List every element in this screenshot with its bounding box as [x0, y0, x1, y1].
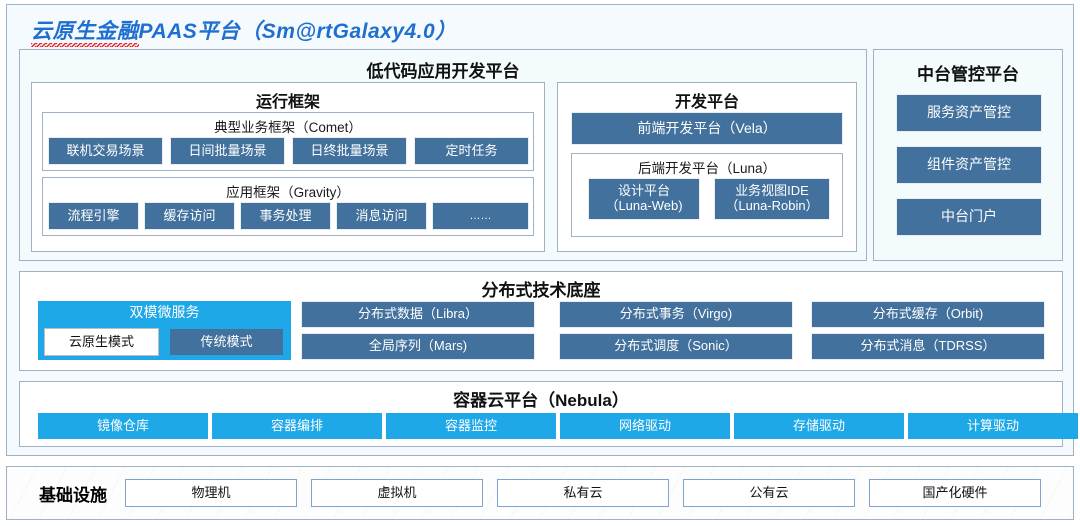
section-distributed-foundation: 分布式技术底座 双模微服务 云原生模式 传统模式 分布式数据（Libra） 分布… — [19, 271, 1063, 371]
group-comet-title: 典型业务框架（Comet） — [214, 120, 362, 135]
chip-infra-4[interactable]: 国产化硬件 — [869, 479, 1041, 507]
subsection-dev-platform-title: 开发平台 — [674, 94, 739, 111]
chip-comet-2[interactable]: 日终批量场景 — [292, 137, 407, 165]
chip-infra-3[interactable]: 公有云 — [683, 479, 855, 507]
group-gravity-title: 应用框架（Gravity） — [226, 185, 350, 200]
group-dual-mode-label: 双模微服务 — [129, 304, 200, 320]
chip-container-4[interactable]: 存储驱动 — [734, 413, 904, 439]
chip-distributed-schedule-sonic[interactable]: 分布式调度（Sonic） — [559, 333, 793, 360]
chip-gravity-0[interactable]: 流程引擎 — [48, 202, 139, 230]
subsection-runtime-framework: 运行框架 典型业务框架（Comet） 联机交易场景 日间批量场景 日终批量场景 … — [31, 82, 545, 252]
subsection-dev-platform: 开发平台 前端开发平台（Vela） 后端开发平台（Luna） 设计平台 （Lun… — [557, 82, 857, 252]
chip-distributed-message-tdrss[interactable]: 分布式消息（TDRSS） — [811, 333, 1045, 360]
chip-gravity-2[interactable]: 事务处理 — [240, 202, 331, 230]
section-infrastructure-label: 基础设施 — [39, 486, 107, 505]
group-comet: 典型业务框架（Comet） 联机交易场景 日间批量场景 日终批量场景 定时任务 — [42, 112, 534, 171]
section-container-cloud-title: 容器云平台（Nebula） — [453, 391, 629, 410]
subsection-runtime-framework-title: 运行框架 — [255, 94, 320, 111]
chip-container-5[interactable]: 计算驱动 — [908, 413, 1078, 439]
chip-frontend-vela[interactable]: 前端开发平台（Vela） — [571, 112, 843, 145]
chip-luna-robin-line2: （Luna-Robin） — [725, 198, 819, 213]
chip-gravity-1[interactable]: 缓存访问 — [144, 202, 235, 230]
chip-traditional-mode[interactable]: 传统模式 — [169, 328, 284, 356]
section-lowcode-title: 低代码应用开发平台 — [366, 62, 520, 81]
chip-comet-1[interactable]: 日间批量场景 — [170, 137, 285, 165]
chip-mid-portal[interactable]: 中台门户 — [896, 198, 1042, 236]
chip-container-2[interactable]: 容器监控 — [386, 413, 556, 439]
chip-luna-robin-line1: 业务视图IDE — [735, 183, 809, 199]
chip-distributed-transaction-virgo[interactable]: 分布式事务（Virgo) — [559, 301, 793, 328]
chip-container-3[interactable]: 网络驱动 — [560, 413, 730, 439]
page-title-underlined-part: 云原生金融 — [31, 20, 139, 47]
chip-distributed-data-libra[interactable]: 分布式数据（Libra） — [301, 301, 535, 328]
chip-gravity-4[interactable]: …… — [432, 202, 529, 230]
chip-infra-2[interactable]: 私有云 — [497, 479, 669, 507]
page-title-rest: PAAS平台（Sm@rtGalaxy4.0） — [138, 20, 457, 43]
chip-container-0[interactable]: 镜像仓库 — [38, 413, 208, 439]
group-luna-backend-title: 后端开发平台（Luna） — [637, 161, 777, 176]
chip-global-sequence-mars[interactable]: 全局序列（Mars) — [301, 333, 535, 360]
section-infrastructure: 基础设施 物理机 虚拟机 私有云 公有云 国产化硬件 — [6, 466, 1074, 520]
chip-mid-component-asset[interactable]: 组件资产管控 — [896, 146, 1042, 184]
chip-comet-3[interactable]: 定时任务 — [414, 137, 529, 165]
chip-container-1[interactable]: 容器编排 — [212, 413, 382, 439]
chip-luna-robin[interactable]: 业务视图IDE （Luna-Robin） — [714, 178, 830, 220]
chip-comet-0[interactable]: 联机交易场景 — [48, 137, 163, 165]
chip-gravity-3[interactable]: 消息访问 — [336, 202, 427, 230]
group-dual-mode-microservice: 双模微服务 云原生模式 传统模式 — [38, 301, 291, 360]
section-mid-platform: 中台管控平台 服务资产管控 组件资产管控 中台门户 — [873, 49, 1063, 261]
chip-luna-web-line2: （Luna-Web) — [605, 198, 683, 213]
chip-infra-0[interactable]: 物理机 — [125, 479, 297, 507]
section-container-cloud: 容器云平台（Nebula） 镜像仓库 容器编排 容器监控 网络驱动 存储驱动 计… — [19, 381, 1078, 447]
section-mid-platform-title: 中台管控平台 — [917, 65, 1019, 84]
platform-outer-frame: 云原生金融PAAS平台（Sm@rtGalaxy4.0） 低代码应用开发平台 运行… — [6, 4, 1078, 456]
section-distributed-foundation-title: 分布式技术底座 — [481, 281, 601, 300]
group-gravity: 应用框架（Gravity） 流程引擎 缓存访问 事务处理 消息访问 …… — [42, 177, 534, 236]
chip-mid-service-asset[interactable]: 服务资产管控 — [896, 94, 1042, 132]
chip-luna-web[interactable]: 设计平台 （Luna-Web) — [588, 178, 700, 220]
chip-infra-1[interactable]: 虚拟机 — [311, 479, 483, 507]
chip-cloud-native-mode[interactable]: 云原生模式 — [44, 328, 159, 356]
chip-distributed-cache-orbit[interactable]: 分布式缓存（Orbit) — [811, 301, 1045, 328]
page-title: 云原生金融PAAS平台（Sm@rtGalaxy4.0） — [31, 15, 457, 47]
section-lowcode: 低代码应用开发平台 运行框架 典型业务框架（Comet） 联机交易场景 日间批量… — [19, 49, 867, 261]
chip-luna-web-line1: 设计平台 — [617, 183, 670, 199]
group-luna-backend: 后端开发平台（Luna） 设计平台 （Luna-Web) 业务视图IDE （Lu… — [571, 153, 843, 237]
